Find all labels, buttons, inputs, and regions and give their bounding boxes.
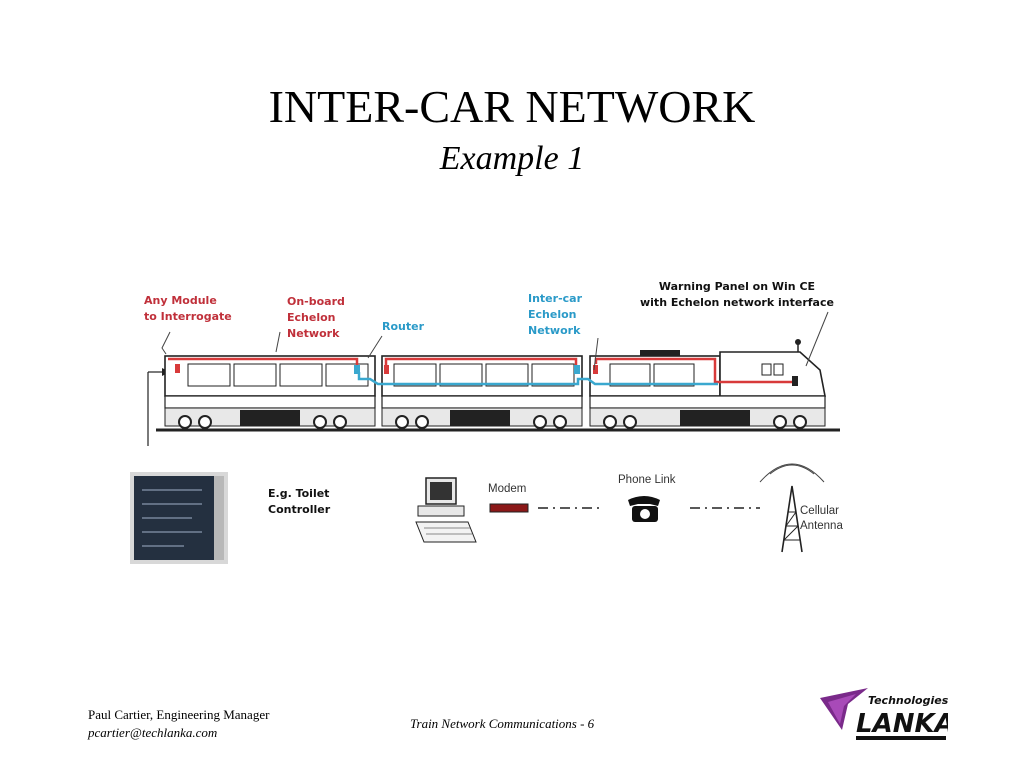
modem-icon [489,503,529,513]
label-phone-link: Phone Link [618,474,676,486]
slide-title: INTER-CAR NETWORK [268,81,756,132]
label-cellular-antenna: Cellular Antenna [800,505,843,532]
company-logo: Technologies LANKA [818,686,955,746]
label-toilet-controller: E.g. Toilet Controller [268,487,331,516]
footer-author-block: Paul Cartier, Engineering Manager pcarti… [88,706,269,742]
label-intercar-network: Inter-car Echelon Network [528,292,583,337]
train-car-2 [381,355,583,429]
label-modem: Modem [488,483,527,495]
train-car-1 [164,355,376,429]
label-warning-panel: Warning Panel on Win CE with Echelon net… [640,280,834,309]
footer-page-label: Train Network Communications - 6 [410,716,595,731]
footer-author: Paul Cartier, Engineering Manager [88,707,270,722]
cellular-antenna-icon [759,463,825,553]
network-diagram: Any Module to Interrogate On-board Echel… [120,260,880,570]
svg-text:LANKA: LANKA [856,709,948,739]
label-router: Router [382,320,425,333]
computer-icon [415,477,477,543]
svg-text:Technologies: Technologies [868,694,948,707]
locomotive [589,339,826,429]
telephone-icon [628,496,660,522]
slide-subtitle: Example 1 [439,140,585,177]
label-onboard-network: On-board Echelon Network [287,295,345,340]
toilet-controller-device [130,472,228,564]
footer-email: pcartier@techlanka.com [88,725,218,740]
intercar-network-line [357,372,718,386]
train-network-illustration [130,311,840,564]
label-any-module: Any Module to Interrogate [144,294,232,323]
